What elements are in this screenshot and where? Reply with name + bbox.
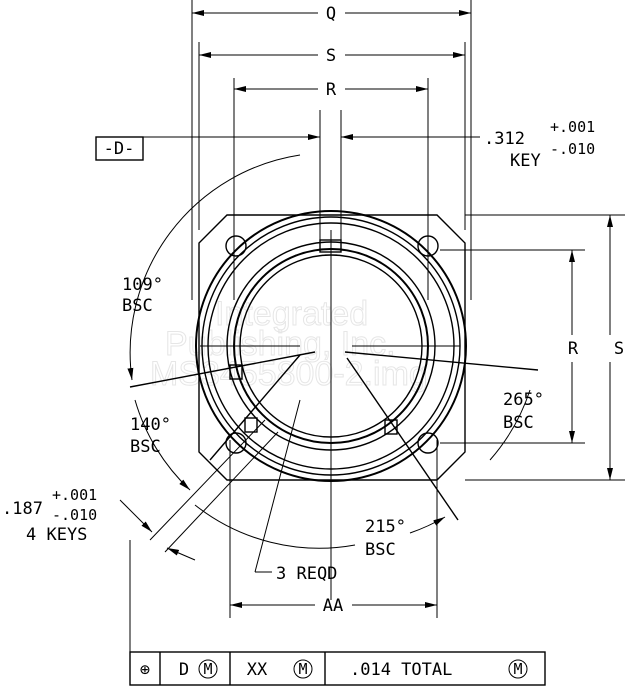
keys-leader <box>119 399 301 652</box>
svg-text:.187: .187 <box>2 499 43 519</box>
svg-text:XX: XX <box>247 660 268 680</box>
svg-text:.312: .312 <box>484 129 525 149</box>
svg-text:M: M <box>298 660 307 678</box>
reqd-label: 3 REQD <box>276 564 337 584</box>
svg-text:Q: Q <box>326 4 336 24</box>
keys4-dimension: .187 +.001 -.010 4 KEYS <box>2 486 97 545</box>
feature-control-frame: ⊕ D M XX M .014 TOTAL M <box>129 651 546 686</box>
dimension-r: R <box>234 80 428 100</box>
svg-text:D: D <box>179 660 189 680</box>
dimension-s-side: S <box>607 215 624 480</box>
svg-text:S: S <box>326 46 336 66</box>
angle-140: 140° BSC <box>130 415 171 457</box>
svg-text:-D-: -D- <box>104 139 135 159</box>
svg-text:M: M <box>513 660 522 678</box>
dimension-s: S <box>199 46 465 66</box>
dimension-aa: AA <box>230 596 437 616</box>
svg-text:R: R <box>326 80 337 100</box>
svg-text:MS3455800-2.img: MS3455800-2.img <box>150 355 428 393</box>
angle-lines <box>127 154 539 549</box>
svg-text:-.010: -.010 <box>550 140 595 158</box>
svg-text:KEY: KEY <box>510 151 541 171</box>
datum-d: -D- <box>95 134 320 161</box>
svg-text:109°: 109° <box>122 275 163 295</box>
svg-text:AA: AA <box>323 596 343 616</box>
angle-109: 109° BSC <box>122 275 163 316</box>
svg-text:-.010: -.010 <box>52 506 97 524</box>
mounting-holes <box>225 235 439 454</box>
dimension-r-side: R <box>568 250 579 443</box>
angle-215: 215° BSC <box>365 517 406 560</box>
svg-text:BSC: BSC <box>365 540 396 560</box>
svg-text:R: R <box>568 339 579 359</box>
svg-text:BSC: BSC <box>122 296 153 316</box>
svg-text:4 KEYS: 4 KEYS <box>26 525 87 545</box>
key-dimension: .312 +.001 -.010 KEY <box>341 118 595 171</box>
position-symbol: ⊕ <box>140 660 150 680</box>
svg-text:+.001: +.001 <box>550 118 595 136</box>
svg-text:215°: 215° <box>365 517 406 537</box>
angle-265: 265° BSC <box>503 390 544 433</box>
extension-lines <box>191 0 625 618</box>
watermark: Integrated Publishing, Inc. MS3455800-2.… <box>150 295 429 394</box>
dimension-q: Q <box>192 4 471 24</box>
svg-text:.014 TOTAL: .014 TOTAL <box>350 660 452 680</box>
svg-text:BSC: BSC <box>130 437 161 457</box>
connector-body <box>195 210 467 600</box>
svg-text:+.001: +.001 <box>52 486 97 504</box>
svg-text:140°: 140° <box>130 415 171 435</box>
svg-text:S: S <box>614 339 624 359</box>
svg-text:M: M <box>203 660 212 678</box>
svg-text:BSC: BSC <box>503 413 534 433</box>
svg-text:265°: 265° <box>503 390 544 410</box>
